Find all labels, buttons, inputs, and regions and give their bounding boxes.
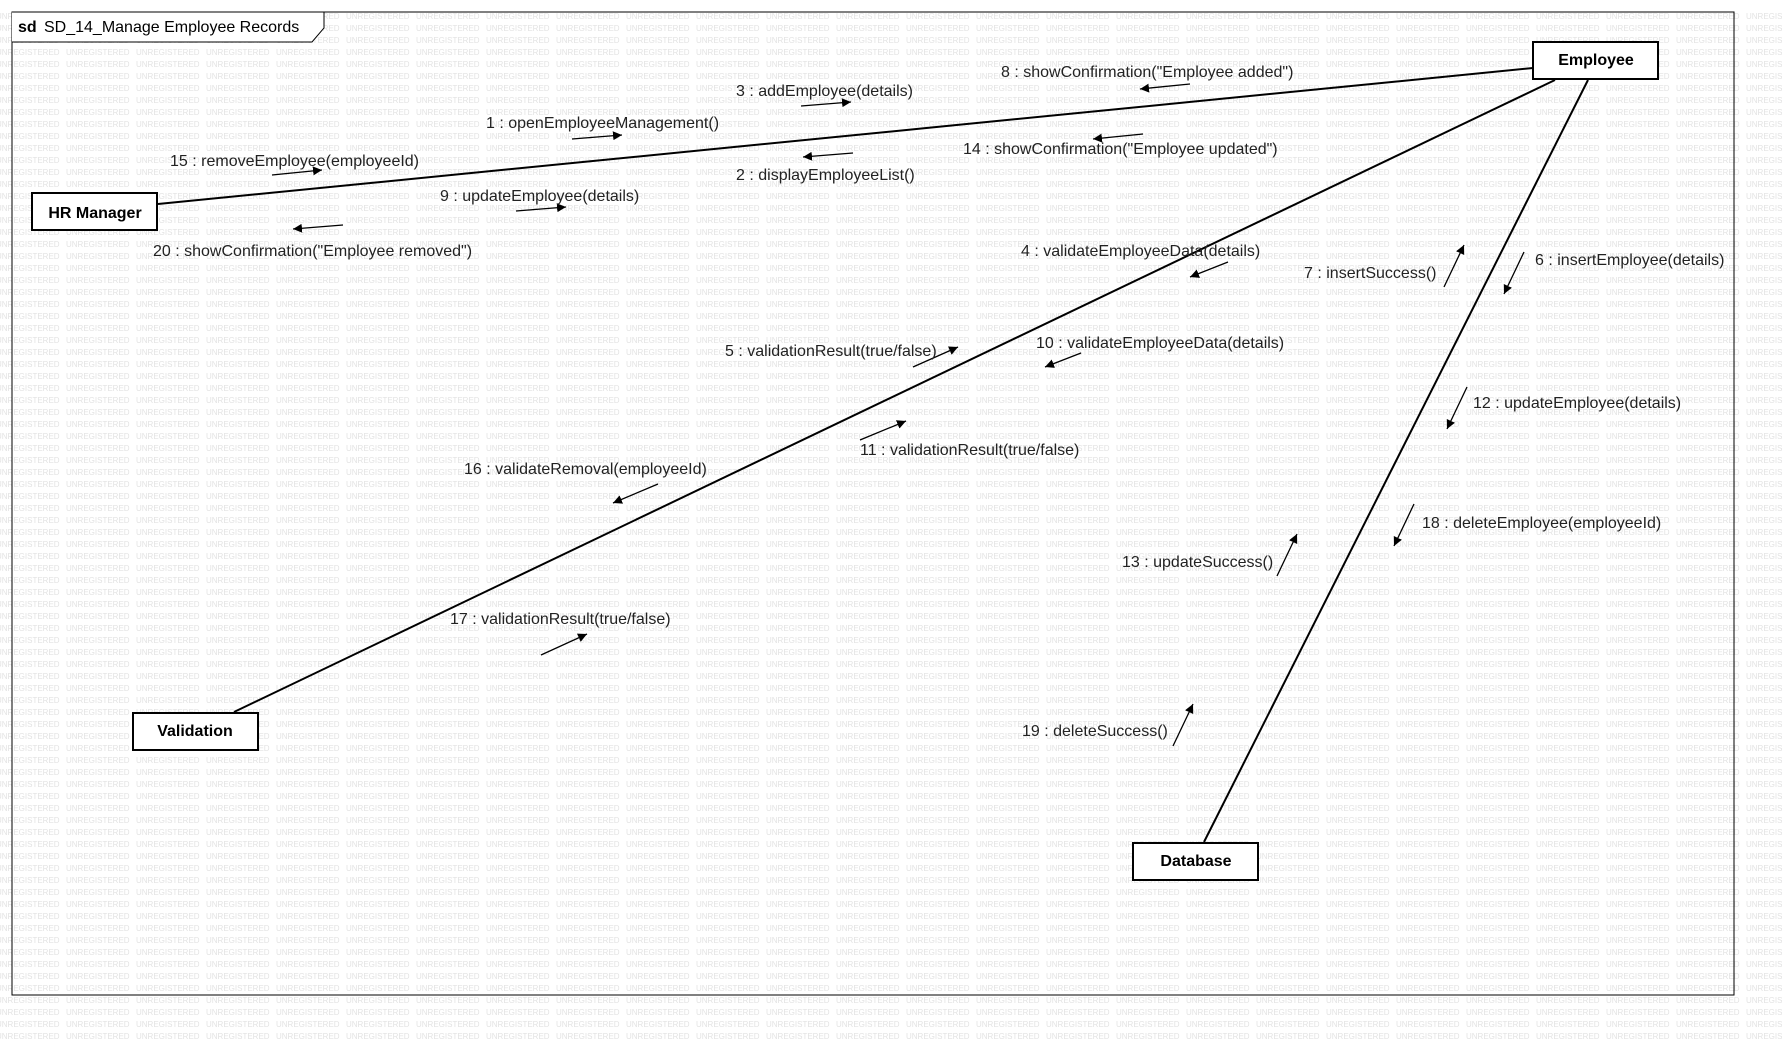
message-label-14: 14 : showConfirmation("Employee updated"… bbox=[963, 141, 1278, 158]
arrow-msg-16 bbox=[612, 483, 659, 504]
arrow-msg-20 bbox=[292, 223, 344, 233]
arrow-msg-1 bbox=[571, 131, 623, 141]
message-label-15: 15 : removeEmployee(employeeId) bbox=[170, 153, 419, 170]
frame-title-tab bbox=[12, 11, 325, 43]
message-label-10: 10 : validateEmployeeData(details) bbox=[1036, 335, 1284, 352]
object-label: Database bbox=[1160, 853, 1231, 870]
object-validation[interactable]: Validation bbox=[132, 712, 259, 751]
arrow-msg-7 bbox=[1443, 244, 1465, 288]
arrow-msg-18 bbox=[1393, 503, 1415, 547]
object-database[interactable]: Database bbox=[1132, 842, 1259, 881]
message-label-18: 18 : deleteEmployee(employeeId) bbox=[1422, 515, 1661, 532]
arrow-msg-13 bbox=[1276, 533, 1298, 577]
message-label-1: 1 : openEmployeeManagement() bbox=[486, 115, 719, 132]
arrow-msg-2 bbox=[802, 151, 854, 161]
arrow-msg-10 bbox=[1044, 352, 1082, 368]
message-label-11: 11 : validationResult(true/false) bbox=[860, 442, 1079, 459]
arrow-msg-6 bbox=[1503, 251, 1525, 295]
message-label-9: 9 : updateEmployee(details) bbox=[440, 188, 639, 205]
message-label-16: 16 : validateRemoval(employeeId) bbox=[464, 461, 707, 478]
object-hr-manager[interactable]: HR Manager bbox=[31, 192, 158, 231]
arrow-msg-15 bbox=[271, 166, 323, 176]
message-label-6: 6 : insertEmployee(details) bbox=[1535, 252, 1724, 269]
message-label-7: 7 : insertSuccess() bbox=[1304, 265, 1436, 282]
frame-keyword: sd bbox=[18, 19, 37, 36]
object-label: HR Manager bbox=[48, 205, 141, 222]
message-label-2: 2 : displayEmployeeList() bbox=[736, 167, 915, 184]
arrow-msg-11 bbox=[859, 420, 907, 441]
message-label-17: 17 : validationResult(true/false) bbox=[450, 611, 671, 628]
message-label-19: 19 : deleteSuccess() bbox=[1022, 723, 1168, 740]
arrow-msg-8 bbox=[1139, 83, 1191, 93]
message-label-5: 5 : validationResult(true/false) bbox=[725, 343, 937, 360]
object-label: Validation bbox=[157, 723, 233, 740]
message-label-3: 3 : addEmployee(details) bbox=[736, 83, 913, 100]
message-label-13: 13 : updateSuccess() bbox=[1122, 554, 1273, 571]
diagram-frame bbox=[11, 11, 1735, 996]
arrow-msg-12 bbox=[1446, 386, 1468, 430]
object-employee[interactable]: Employee bbox=[1532, 41, 1659, 80]
message-label-4: 4 : validateEmployeeData(details) bbox=[1021, 243, 1260, 260]
arrow-msg-14 bbox=[1092, 133, 1144, 143]
arrow-msg-19 bbox=[1172, 703, 1194, 747]
object-label: Employee bbox=[1558, 52, 1634, 69]
arrow-msg-5 bbox=[912, 346, 959, 368]
link-hr-manager-employee bbox=[157, 67, 1534, 205]
link-employee-validation bbox=[233, 79, 1556, 713]
message-arrows bbox=[271, 83, 1525, 747]
arrow-msg-17 bbox=[540, 633, 588, 656]
frame-title: SD_14_Manage Employee Records bbox=[44, 19, 299, 36]
arrow-msg-3 bbox=[800, 98, 852, 108]
arrow-msg-4 bbox=[1189, 261, 1229, 278]
message-label-8: 8 : showConfirmation("Employee added") bbox=[1001, 64, 1293, 81]
message-labels: 1 : openEmployeeManagement() 2 : display… bbox=[153, 64, 1724, 740]
link-employee-database bbox=[1203, 79, 1589, 843]
links bbox=[157, 67, 1589, 843]
arrow-msg-9 bbox=[515, 203, 567, 213]
message-label-20: 20 : showConfirmation("Employee removed"… bbox=[153, 243, 472, 260]
message-label-12: 12 : updateEmployee(details) bbox=[1473, 395, 1681, 412]
